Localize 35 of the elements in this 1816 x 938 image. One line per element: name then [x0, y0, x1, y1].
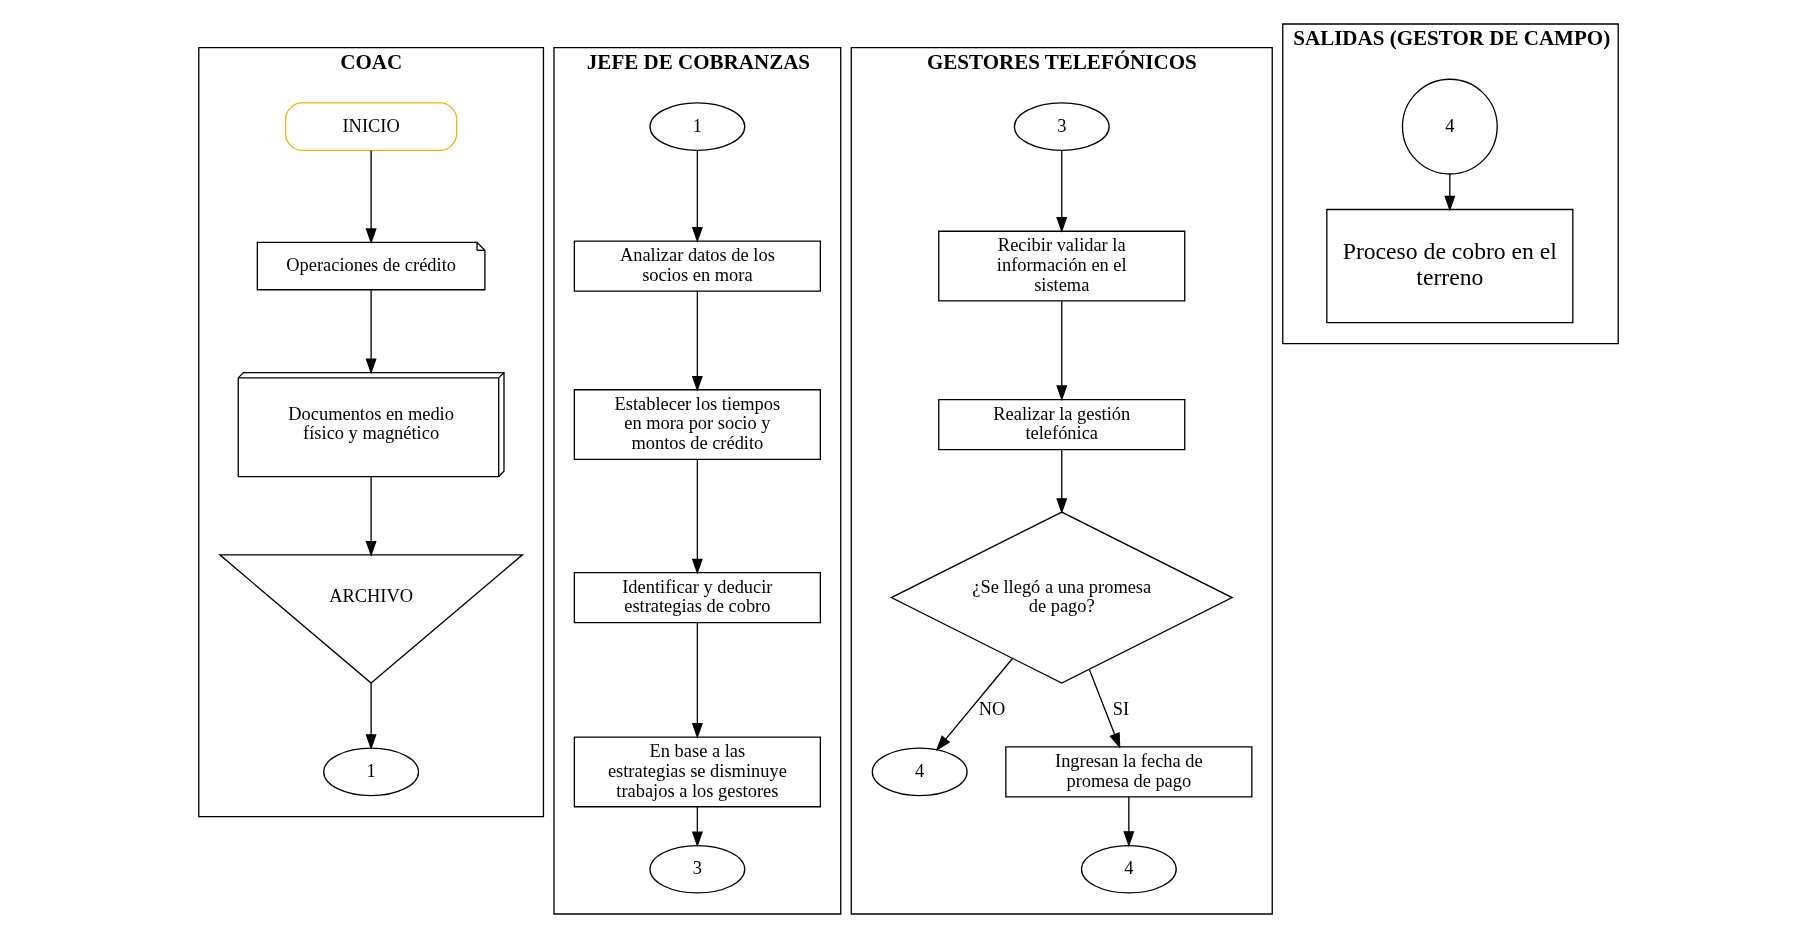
- arrow: [691, 149, 703, 243]
- node-ellipse: 3: [1013, 102, 1110, 151]
- node-circle: 4: [1401, 78, 1498, 175]
- arrow: [1055, 448, 1067, 514]
- arrow: [365, 289, 377, 375]
- node-box: Identificar y deducir estrategias de cobro: [573, 571, 821, 624]
- node-box: Ingresan la fecha de promesa de pago: [1004, 746, 1252, 798]
- node-box: INICIO: [284, 102, 457, 151]
- arrow: [365, 475, 377, 557]
- edge-label: NO: [978, 698, 1005, 719]
- node-ellipse: 4: [1080, 844, 1177, 894]
- arrow: [365, 149, 377, 245]
- arrow: [1443, 173, 1455, 212]
- edge-label: SI: [1112, 698, 1129, 719]
- node-ellipse: 4: [871, 747, 968, 797]
- arrow: [365, 682, 377, 750]
- arrow: [691, 290, 703, 392]
- node-box: Proceso de cobro en el terreno: [1325, 208, 1573, 324]
- node-ellipse: 1: [322, 747, 419, 797]
- arrow: [935, 657, 1013, 751]
- node-ellipse: 1: [648, 102, 745, 151]
- arrow: [1055, 149, 1067, 233]
- node-box: En base a las estrategias se disminuye trabajos a los gestores: [573, 736, 821, 808]
- node-box: Establecer los tiempos en mora por socio y montos de crédito: [573, 389, 821, 461]
- arrow: [1122, 796, 1134, 847]
- arrow: [691, 458, 703, 575]
- node-box: Realizar la gestión telefónica: [937, 398, 1185, 451]
- arrow: [1088, 669, 1120, 749]
- arrow: [1055, 300, 1067, 402]
- arrow: [691, 806, 703, 848]
- node-ellipse: 3: [648, 844, 745, 894]
- node-diamond: ¿Se llegó a una promesa de pago?: [889, 511, 1234, 684]
- node-box: Recibir validar la información en el sistema: [937, 230, 1185, 302]
- arrow: [691, 622, 703, 739]
- node-box: Analizar datos de los socios en mora: [573, 240, 821, 292]
